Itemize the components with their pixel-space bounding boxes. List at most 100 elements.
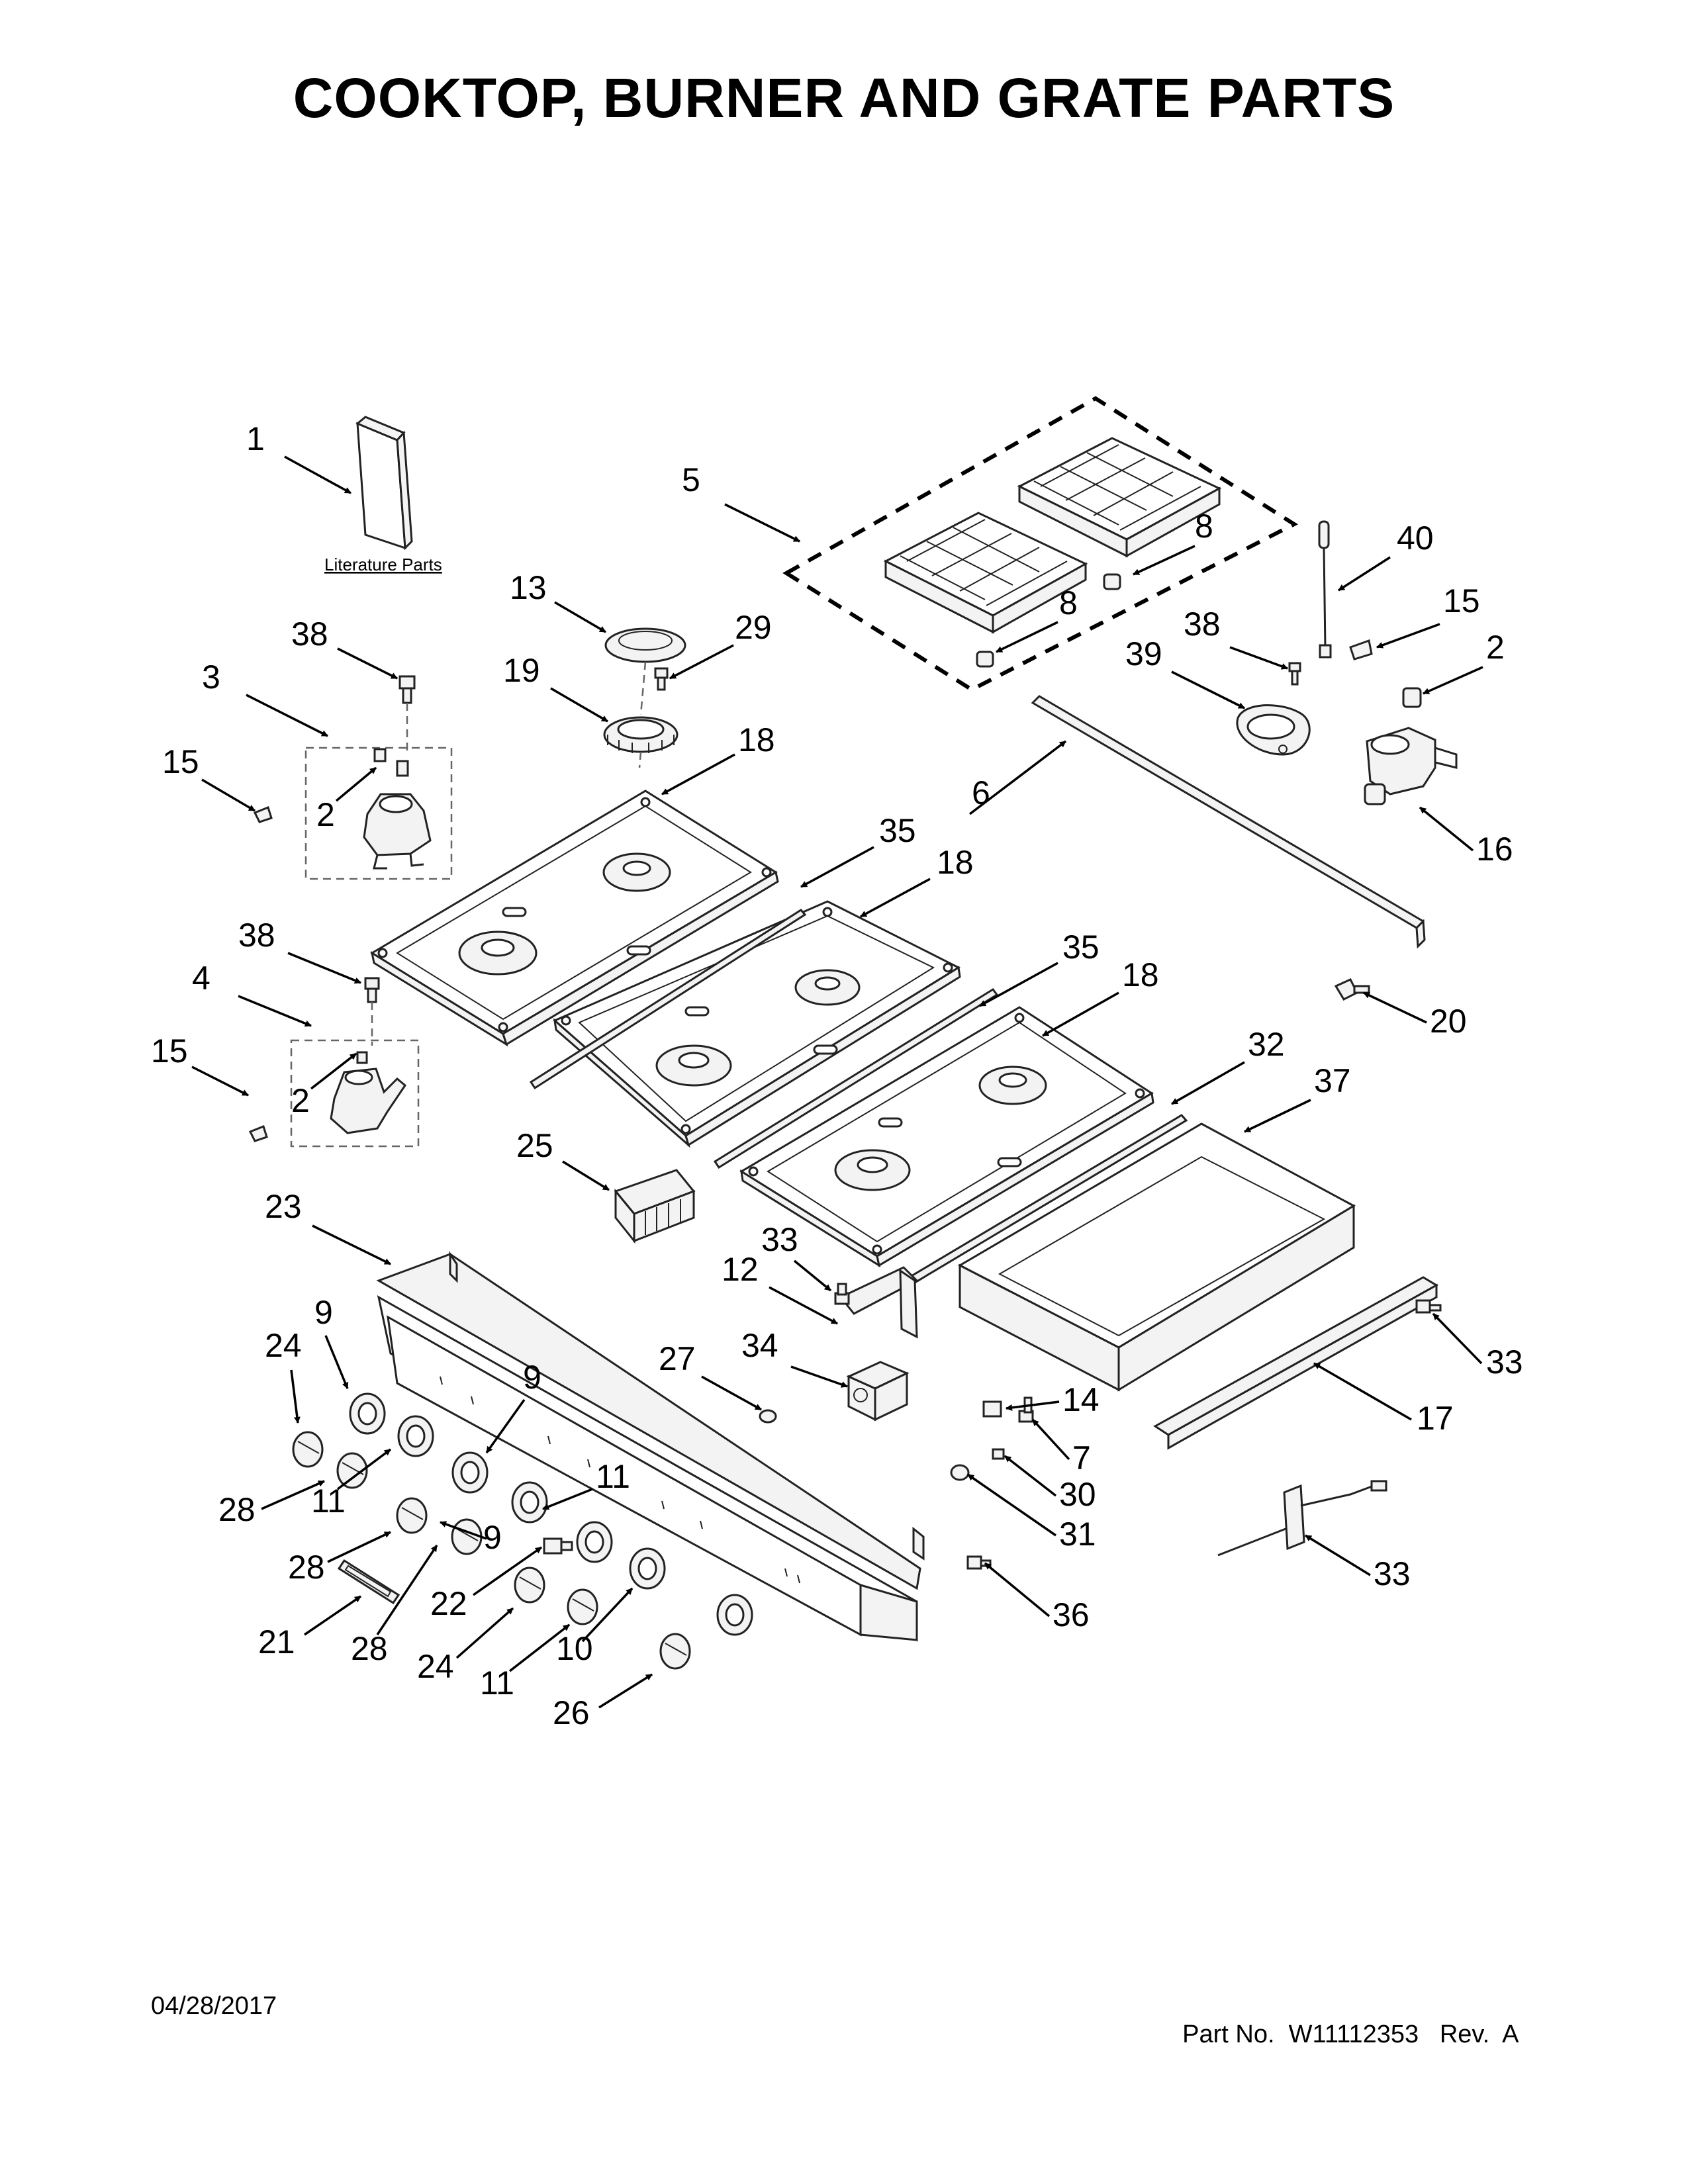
callout-leader-17 — [1313, 1362, 1412, 1421]
callout-37: 37 — [1314, 1062, 1351, 1099]
callout-27: 27 — [659, 1340, 696, 1377]
callout-15: 15 — [1443, 582, 1480, 619]
callout-leader-18 — [661, 753, 735, 796]
callout-35: 35 — [1062, 929, 1100, 966]
callout-leader-22 — [472, 1546, 543, 1596]
bezel-26-a — [349, 1392, 386, 1435]
callout-24: 24 — [417, 1648, 454, 1685]
callout-33: 33 — [761, 1221, 798, 1258]
callout-31: 31 — [1059, 1516, 1096, 1553]
callout-leader-15 — [201, 778, 256, 812]
callout-14: 14 — [1062, 1381, 1100, 1418]
callout-20: 20 — [1430, 1003, 1467, 1040]
screw-33-right — [1415, 1299, 1442, 1314]
callout-leader-9 — [440, 1521, 487, 1540]
bezel-26-c — [451, 1451, 489, 1494]
callout-leader-33 — [1305, 1534, 1371, 1576]
clip-15-top — [253, 806, 273, 823]
bezel-26-d — [511, 1481, 548, 1524]
bracket-12 — [839, 1266, 919, 1339]
callout-34: 34 — [741, 1327, 778, 1364]
griddle-37 — [957, 1122, 1356, 1392]
callout-leader-28 — [327, 1531, 391, 1563]
callout-leader-6 — [968, 740, 1067, 815]
callout-leader-34 — [790, 1365, 848, 1388]
callout-leader-35 — [979, 962, 1058, 1007]
knob-24-f — [567, 1588, 598, 1625]
callout-36: 36 — [1053, 1596, 1090, 1633]
callout-leader-8 — [1133, 545, 1196, 576]
callout-25: 25 — [516, 1127, 553, 1164]
callout-26: 26 — [553, 1694, 590, 1731]
callout-29: 29 — [735, 609, 772, 646]
nut-27 — [759, 1409, 777, 1424]
screw-20 — [1334, 978, 1370, 1001]
trim-strip-35-a — [529, 909, 807, 1090]
callout-leader-12 — [769, 1286, 838, 1325]
callout-9: 9 — [523, 1359, 541, 1396]
callout-19: 19 — [503, 652, 540, 689]
callout-leader-25 — [562, 1160, 610, 1191]
callout-leader-31 — [967, 1473, 1056, 1537]
callout-11: 11 — [480, 1664, 514, 1702]
callout-33: 33 — [1374, 1555, 1411, 1592]
callout-leader-2 — [335, 766, 377, 802]
callout-24: 24 — [265, 1327, 302, 1364]
switch-14 — [982, 1400, 1002, 1418]
part-no-label: Part No. — [1182, 2021, 1275, 2048]
callout-12: 12 — [722, 1251, 759, 1288]
callout-labels: 1588403815239132938193152186163518203841… — [151, 420, 1523, 1731]
clip-15-mid — [248, 1125, 268, 1142]
burner-head-19 — [603, 716, 679, 753]
temperature-sensor — [1318, 520, 1332, 659]
callout-10: 10 — [556, 1630, 593, 1667]
callout-6: 6 — [972, 774, 990, 811]
callout-3: 3 — [202, 659, 220, 696]
burner-pan-3 — [739, 1006, 1154, 1268]
screw-38-right — [1288, 662, 1301, 686]
callout-32: 32 — [1248, 1026, 1285, 1063]
callout-21: 21 — [258, 1623, 295, 1661]
callout-leader-7 — [1031, 1418, 1070, 1461]
literature-parts-label: Literature Parts — [324, 555, 442, 574]
knob-36 — [659, 1633, 691, 1670]
footer-part-number: Part No. W11112353 Rev. A — [1168, 1992, 1519, 2049]
callout-leader-11 — [542, 1488, 593, 1510]
callout-4: 4 — [192, 960, 211, 997]
light-switch-30 — [992, 1448, 1005, 1460]
callout-2: 2 — [316, 796, 335, 833]
callout-28: 28 — [288, 1549, 325, 1586]
callout-leader-18 — [1042, 991, 1119, 1037]
gas-valve-right — [1364, 687, 1458, 805]
callout-leader-39 — [1171, 670, 1245, 709]
valve-assembly-4 — [290, 977, 420, 1148]
callout-leader-16 — [1419, 806, 1474, 852]
callout-leader-28 — [376, 1545, 438, 1635]
page-title: COOKTOP, BURNER AND GRATE PARTS — [293, 67, 1395, 129]
spark-module-34 — [846, 1361, 910, 1422]
rev-label: Rev. — [1439, 2021, 1490, 2048]
callout-leader-9 — [485, 1398, 526, 1454]
callout-leader-38 — [287, 952, 361, 984]
knob-24-e — [514, 1567, 545, 1604]
badge-21 — [337, 1559, 400, 1605]
callout-leader-11 — [336, 1448, 392, 1490]
terminal-block-25 — [614, 1169, 696, 1244]
callout-30: 30 — [1059, 1476, 1096, 1513]
callout-9: 9 — [314, 1294, 333, 1331]
callout-leader-4 — [238, 995, 312, 1027]
callout-leader-32 — [1171, 1061, 1245, 1105]
callout-leader-3 — [246, 694, 328, 737]
callout-38: 38 — [238, 917, 275, 954]
valve-assembly-3 — [305, 675, 453, 880]
callout-8: 8 — [1195, 508, 1213, 545]
callout-11: 11 — [311, 1482, 346, 1520]
callout-2: 2 — [1486, 629, 1505, 666]
callout-leader-21 — [304, 1595, 361, 1636]
callout-leader-8 — [996, 621, 1058, 653]
control-panel-23 — [376, 1251, 925, 1642]
callout-leader-27 — [701, 1375, 762, 1411]
trim-strip-6 — [1031, 695, 1426, 949]
callout-18: 18 — [937, 844, 974, 881]
callout-leader-20 — [1363, 991, 1427, 1024]
